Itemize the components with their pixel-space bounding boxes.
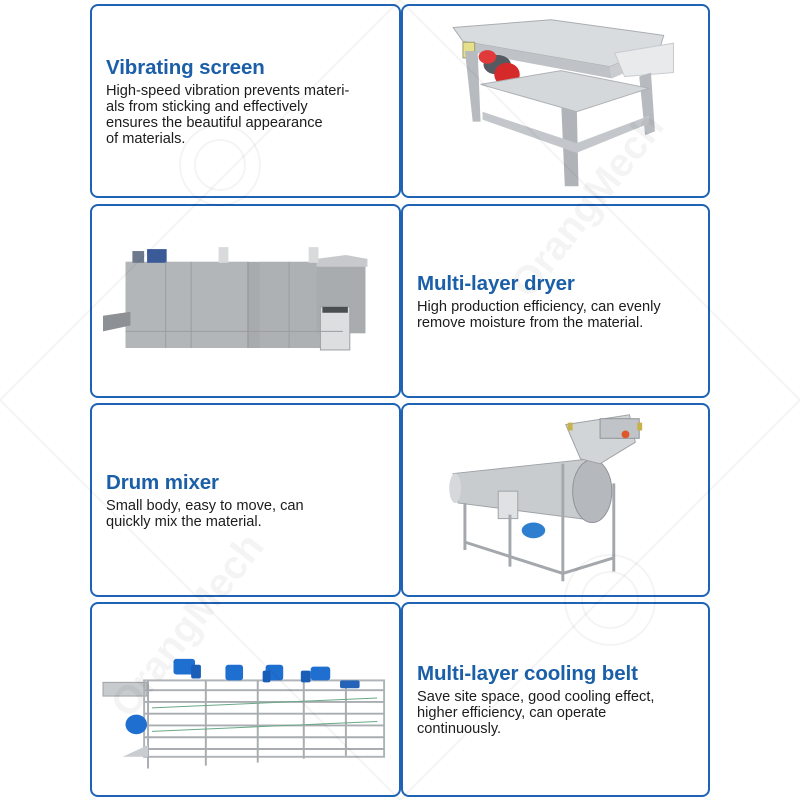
- section-title: Drum mixer: [106, 470, 219, 494]
- text-card: Vibrating screen High-speed vibration pr…: [90, 4, 401, 198]
- section-drum-mixer: Drum mixer Small body, easy to move, can…: [90, 403, 710, 597]
- text-card: Multi-layer dryer High production effici…: [401, 204, 710, 398]
- description-line: continuously.: [417, 721, 502, 737]
- vibrating-screen-machine-image: [452, 19, 675, 187]
- section-multi-layer-dryer: Multi-layer dryer High production effici…: [90, 204, 710, 398]
- section-title: Vibrating screen: [106, 55, 265, 79]
- description-line: quickly mix the material.: [106, 513, 262, 530]
- image-card: [90, 602, 401, 797]
- image-card: [90, 204, 401, 398]
- description-line: High production efficiency, can evenly: [417, 298, 661, 315]
- description-line: High-speed vibration prevents materi-: [106, 82, 350, 99]
- description-line: Save site space, good cooling effect,: [417, 689, 655, 705]
- multi-layer-dryer-machine-image: [103, 247, 368, 351]
- section-description: High-speed vibration prevents materi- al…: [106, 83, 393, 147]
- image-card: [401, 403, 710, 597]
- section-vibrating-screen: Vibrating screen High-speed vibration pr…: [90, 4, 710, 198]
- description-line: als from sticking and effectively: [106, 98, 308, 115]
- section-description: High production efficiency, can evenly r…: [417, 299, 702, 331]
- description-line: Small body, easy to move, can: [106, 497, 304, 514]
- description-line: of materials.: [106, 130, 186, 147]
- text-card: Multi-layer cooling belt Save site space…: [401, 602, 710, 797]
- description-line: ensures the beautiful appearance: [106, 114, 323, 131]
- text-card: Drum mixer Small body, easy to move, can…: [90, 403, 401, 597]
- cooling-belt-machine-image: [102, 658, 386, 769]
- section-description: Small body, easy to move, can quickly mi…: [106, 498, 393, 530]
- section-description: Save site space, good cooling effect, hi…: [417, 689, 702, 737]
- section-title: Multi-layer cooling belt: [417, 662, 638, 685]
- description-line: higher efficiency, can operate: [417, 705, 607, 721]
- description-line: remove moisture from the material.: [417, 314, 644, 331]
- section-title: Multi-layer dryer: [417, 271, 575, 295]
- drum-mixer-machine-image: [449, 414, 643, 582]
- section-multi-layer-cooling-belt: Multi-layer cooling belt Save site space…: [90, 602, 710, 797]
- image-card: [401, 4, 710, 198]
